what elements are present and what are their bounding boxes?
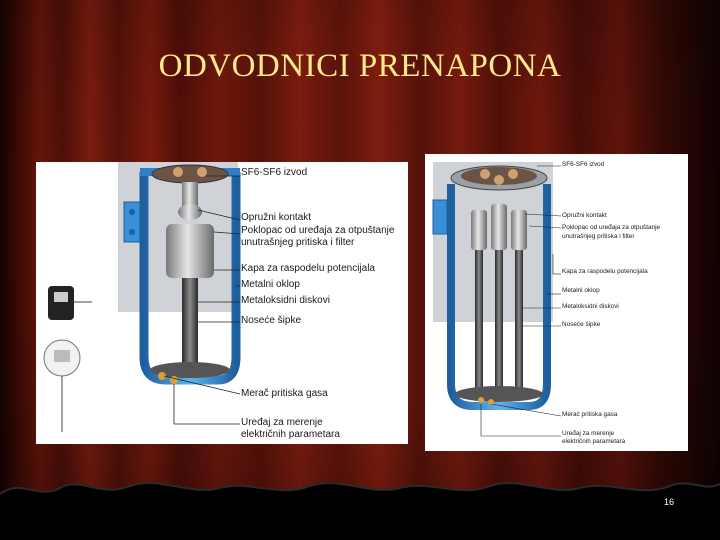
label-relief-cover-2: unutrašnjeg pritiska i filter: [241, 237, 354, 248]
label-measuring-device: Uređaj za merenje: [241, 417, 323, 428]
stage-floor: [0, 470, 720, 540]
label-measuring-device-2: električnih parametara: [562, 438, 625, 445]
grading-cap: [166, 224, 214, 278]
label-relief-cover: Poklopac od uređaja za otpuštanje: [562, 224, 660, 231]
label-spring-contact: Opružni kontakt: [562, 212, 607, 219]
metal-oxide-stack: [182, 278, 198, 368]
arrester-diagram-single-column: SF6-SF6 izvod Opružni kontakt Poklopac o…: [36, 162, 408, 444]
arrester-drawing-right: [425, 154, 688, 451]
label-support-rods: Noseće šipke: [241, 315, 301, 326]
label-sf6-bushing: SF6-SF6 izvod: [562, 161, 604, 168]
label-gas-gauge: Merač pritiska gasa: [241, 388, 328, 399]
label-gas-gauge: Merač pritiska gasa: [562, 411, 617, 418]
label-grading-cap: Kapa za raspodelu potencijala: [562, 268, 648, 275]
gas-fitting-icon: [44, 340, 80, 432]
flange-detail-icon: [48, 286, 92, 320]
label-measuring-device-2: električnih parametara: [241, 429, 340, 440]
label-mo-discs: Metaloksidni diskovi: [241, 295, 330, 306]
label-spring-contact: Opružni kontakt: [241, 212, 311, 223]
label-mo-discs: Metaloksidni diskovi: [562, 303, 619, 310]
page-number: 16: [664, 497, 674, 507]
label-grading-cap: Kapa za raspodelu potencijala: [241, 263, 375, 274]
label-support-rods: Noseće šipke: [562, 321, 600, 328]
label-sf6-bushing: SF6-SF6 izvod: [241, 167, 307, 178]
arrester-drawing-left: [36, 162, 408, 444]
arrester-diagram-three-column: SF6-SF6 izvod Opružni kontakt Poklopac o…: [425, 154, 688, 451]
slide-title: ODVODNICI PRENAPONA: [0, 48, 720, 85]
label-metal-enclosure: Metalni oklop: [562, 287, 600, 294]
label-metal-enclosure: Metalni oklop: [241, 279, 300, 290]
label-relief-cover-2: unutrašnjeg pritiska i filter: [562, 233, 634, 240]
label-measuring-device: Uređaj za merenje: [562, 430, 614, 437]
label-relief-cover: Poklopac od uređaja za otpuštanje: [241, 225, 394, 236]
